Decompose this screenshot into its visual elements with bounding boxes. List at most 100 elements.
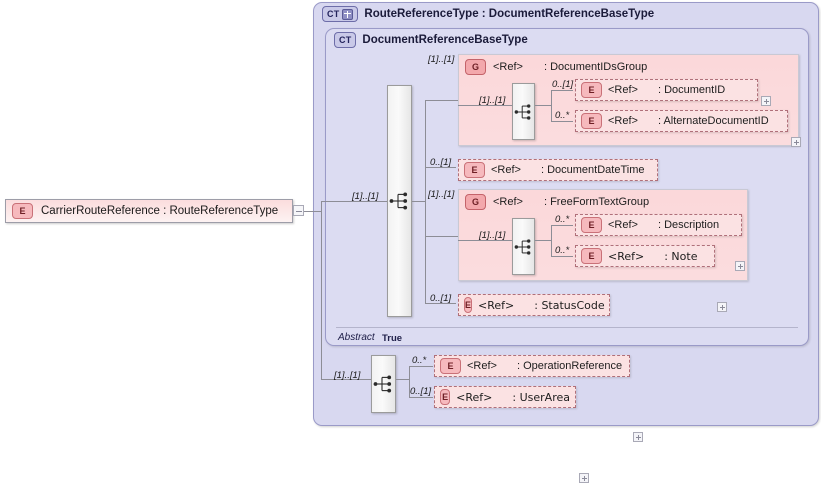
expand-plus-icon[interactable] xyxy=(761,96,771,106)
element-name-label: : AlternateDocumentID xyxy=(657,115,769,127)
group-badge-icon: G xyxy=(465,59,486,75)
element-node-documentdatetime[interactable]: E <Ref> : DocumentDateTime xyxy=(458,159,658,181)
element-name-label: : OperationReference xyxy=(516,360,623,372)
connector xyxy=(396,379,409,380)
element-node-statuscode[interactable]: E <Ref> : StatusCode xyxy=(458,294,610,316)
sequence-icon xyxy=(514,103,530,120)
inner-type-header: CT DocumentReferenceBaseType xyxy=(334,32,528,48)
element-node-userarea[interactable]: E <Ref> : UserArea xyxy=(434,386,576,408)
element-node-operationreference[interactable]: E <Ref> : OperationReference xyxy=(434,355,630,377)
sequence-compositor-documentidsgroup[interactable] xyxy=(512,83,535,140)
root-element-carrierroutereference[interactable]: E CarrierRouteReference : RouteReference… xyxy=(5,199,293,223)
cardinality-freeformtextgroup-sequence: [1]..[1] xyxy=(479,230,506,241)
expand-plus-icon[interactable] xyxy=(633,432,643,442)
cardinality-outer-sequence: [1]..[1] xyxy=(334,370,361,381)
element-badge-icon: E xyxy=(440,358,461,374)
cardinality-freeformtextgroup: [1]..[1] xyxy=(428,189,455,200)
element-ref-label: <Ref> xyxy=(608,249,645,263)
element-badge-icon: E xyxy=(440,389,451,405)
sequence-icon xyxy=(514,238,530,255)
element-badge-icon: E xyxy=(581,217,602,233)
cardinality-description: 0..* xyxy=(555,214,570,225)
element-name-label: : DocumentDateTime xyxy=(540,164,645,176)
connector xyxy=(321,201,387,202)
group-name-label: : DocumentIDsGroup xyxy=(543,61,648,73)
connector xyxy=(425,167,456,168)
connector xyxy=(304,211,321,212)
expand-plus-icon[interactable] xyxy=(579,473,589,483)
cardinality-documentidsgroup: [1]..[1] xyxy=(428,54,455,65)
connector xyxy=(409,366,410,397)
group-badge-icon: G xyxy=(465,194,486,210)
cardinality-statuscode: 0..[1] xyxy=(430,293,452,304)
element-badge-icon: E xyxy=(12,203,33,219)
connector xyxy=(412,201,425,202)
expand-plus-icon[interactable] xyxy=(342,8,354,20)
element-ref-label: <Ref> xyxy=(456,390,493,404)
group-header-freeformtextgroup: G <Ref> : FreeFormTextGroup xyxy=(458,189,649,210)
outer-type-header: CT RouteReferenceType : DocumentReferenc… xyxy=(322,6,654,22)
element-node-description[interactable]: E <Ref> : Description xyxy=(575,214,742,236)
cardinality-documentid: 0..[1] xyxy=(552,79,574,90)
element-ref-label: <Ref> xyxy=(467,360,497,372)
cardinality-documentdatetime: 0..[1] xyxy=(430,157,452,168)
connector xyxy=(425,100,426,303)
group-ref-label: <Ref> xyxy=(493,196,523,208)
root-element-label: CarrierRouteReference : RouteReferenceTy… xyxy=(41,205,279,217)
cardinality-documentidsgroup-sequence: [1]..[1] xyxy=(479,95,506,106)
cardinality-inner-sequence: [1]..[1] xyxy=(352,191,379,202)
element-name-label: : StatusCode xyxy=(534,298,605,312)
cardinality-note: 0..* xyxy=(555,245,570,256)
collapse-minus-icon[interactable] xyxy=(293,205,304,216)
sequence-compositor-outer[interactable] xyxy=(371,355,396,413)
expand-plus-icon[interactable] xyxy=(735,261,745,271)
expand-plus-icon[interactable] xyxy=(791,137,801,147)
connector xyxy=(551,225,573,226)
connector xyxy=(409,397,433,398)
outer-type-title: RouteReferenceType : DocumentReferenceBa… xyxy=(364,8,655,20)
abstract-value: True xyxy=(382,333,403,344)
sequence-compositor-inner[interactable] xyxy=(387,85,412,317)
sequence-icon xyxy=(389,192,407,210)
connector xyxy=(551,225,552,256)
sequence-compositor-freeformtextgroup[interactable] xyxy=(512,218,535,275)
cardinality-userarea: 0..[1] xyxy=(410,386,432,397)
connector xyxy=(321,201,322,379)
connector xyxy=(458,105,512,106)
element-name-label: : Note xyxy=(664,249,698,263)
cardinality-operationreference: 0..* xyxy=(412,355,427,366)
element-badge-icon: E xyxy=(464,162,485,178)
element-name-label: : DocumentID xyxy=(657,84,726,96)
element-ref-label: <Ref> xyxy=(608,115,638,127)
connector xyxy=(425,236,458,237)
element-node-note[interactable]: E <Ref> : Note xyxy=(575,245,715,267)
connector xyxy=(551,256,573,257)
group-ref-label: <Ref> xyxy=(493,61,523,73)
element-badge-icon: E xyxy=(464,297,473,313)
abstract-divider xyxy=(336,327,798,328)
group-header-documentidsgroup: G <Ref> : DocumentIDsGroup xyxy=(458,54,647,75)
complextype-badge-icon-inner: CT xyxy=(334,32,357,48)
expand-plus-icon[interactable] xyxy=(717,302,727,312)
connector xyxy=(551,90,573,91)
connector xyxy=(409,366,433,367)
element-badge-icon: E xyxy=(581,82,602,98)
group-name-label: : FreeFormTextGroup xyxy=(543,196,650,208)
connector xyxy=(458,240,512,241)
element-badge-icon: E xyxy=(581,248,602,264)
connector xyxy=(551,90,552,121)
abstract-label: Abstract xyxy=(338,332,375,343)
element-name-label: : Description xyxy=(657,219,720,231)
element-node-alternatedocumentid[interactable]: E <Ref> : AlternateDocumentID xyxy=(575,110,788,132)
connector xyxy=(425,100,458,101)
element-ref-label: <Ref> xyxy=(608,84,638,96)
element-ref-label: <Ref> xyxy=(608,219,638,231)
complextype-badge-icon: CT xyxy=(322,6,359,22)
element-node-documentid[interactable]: E <Ref> : DocumentID xyxy=(575,79,758,101)
element-ref-label: <Ref> xyxy=(491,164,521,176)
cardinality-alternatedocumentid: 0..* xyxy=(555,110,570,121)
inner-type-title: DocumentReferenceBaseType xyxy=(362,34,528,46)
sequence-icon xyxy=(373,375,391,393)
element-ref-label: <Ref> xyxy=(478,298,515,312)
connector xyxy=(321,379,371,380)
